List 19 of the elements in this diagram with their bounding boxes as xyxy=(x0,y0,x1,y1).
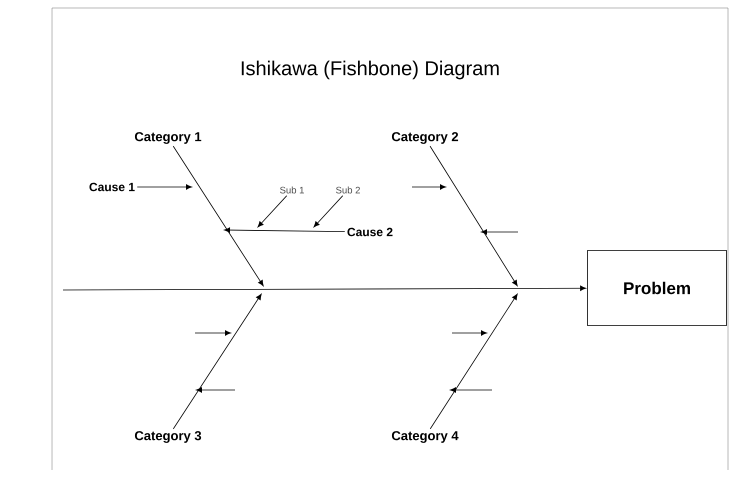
category-label: Category 1 xyxy=(134,132,202,144)
category-label: Category 3 xyxy=(134,431,202,443)
cause-label: Cause 1 xyxy=(89,182,135,192)
sub-cause-label: Sub 1 xyxy=(280,186,304,194)
category-label: Category 2 xyxy=(392,132,458,144)
cause-label: Cause 2 xyxy=(347,228,393,236)
arrow xyxy=(136,184,192,190)
arrow xyxy=(314,195,344,228)
fishbone-bone xyxy=(172,146,264,286)
fishbone-bone xyxy=(172,294,262,430)
fishbone-bone xyxy=(430,146,518,286)
sub-cause-label: Sub 2 xyxy=(336,186,360,194)
category-label: Category 4 xyxy=(392,431,459,443)
spine-arrow xyxy=(62,286,586,291)
title: Ishikawa (Fishbone) Diagram xyxy=(242,60,499,80)
problem-box: Problem xyxy=(587,250,727,326)
fishbone-bone xyxy=(430,294,518,430)
arrow xyxy=(258,195,288,228)
arrow xyxy=(224,227,346,233)
